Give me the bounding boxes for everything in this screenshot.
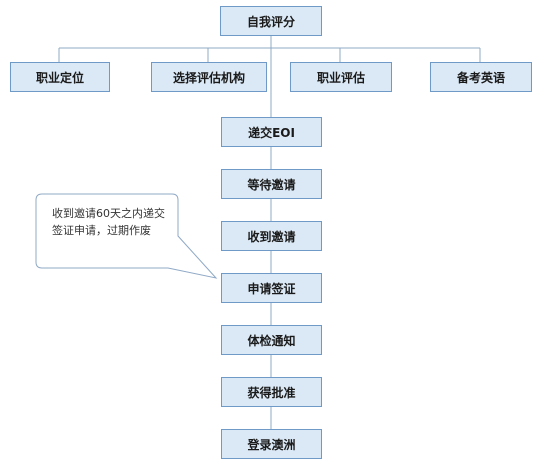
branch-node-career-positioning: 职业定位 [10, 62, 110, 92]
callout-bubble [35, 193, 218, 279]
step-approval: 获得批准 [221, 377, 322, 407]
step-await-invitation: 等待邀请 [221, 169, 322, 199]
step-land-in-australia: 登录澳洲 [221, 429, 322, 459]
step-submit-eoi: 递交EOI [221, 117, 322, 147]
top-node: 自我评分 [220, 6, 322, 36]
callout-note: 收到邀请60天之内递交签证申请，过期作废 [52, 207, 165, 237]
branch-node-english-prep: 备考英语 [430, 62, 532, 92]
branch-node-skills-assessment: 职业评估 [290, 62, 392, 92]
branch-node-choose-assessment-body: 选择评估机构 [151, 62, 267, 92]
step-medical-notice: 体检通知 [221, 325, 322, 355]
step-apply-visa: 申请签证 [221, 273, 322, 303]
step-receive-invitation: 收到邀请 [221, 221, 322, 251]
